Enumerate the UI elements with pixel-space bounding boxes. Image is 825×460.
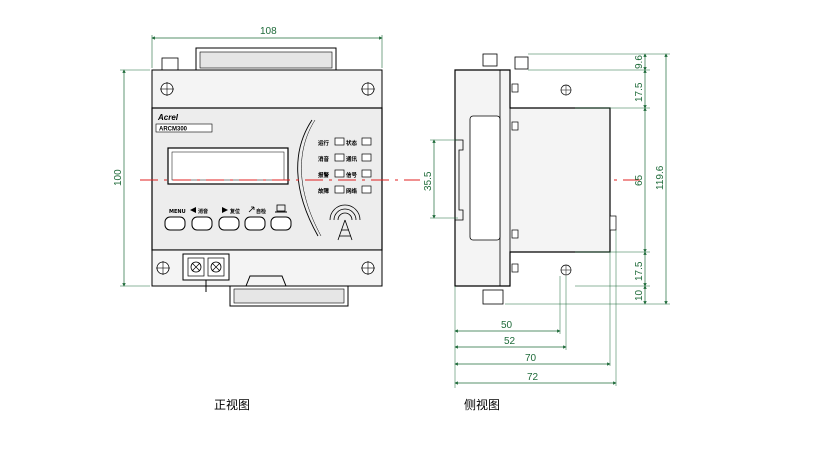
indicator-label: 通讯 <box>346 155 358 163</box>
indicator-row: 消音 通讯 <box>318 153 372 163</box>
side-view-caption: 侧视图 <box>464 397 500 412</box>
dimension-label: 10 <box>634 289 645 301</box>
upper-housing <box>151 69 383 109</box>
indicator-led <box>334 137 345 146</box>
right-reset-button[interactable] <box>218 216 240 231</box>
side-view: 9.6 17.5 65 119.6 17.5 10 35.5 50 52 70 … <box>423 53 670 412</box>
screw-icon <box>560 84 572 96</box>
brand-logo: Acrel <box>157 113 179 122</box>
model-plate <box>155 123 213 133</box>
screw-icon <box>361 82 375 96</box>
din-rail-slot <box>469 115 501 241</box>
indicator-label: 消音 <box>318 155 330 163</box>
side-top-clip <box>482 53 498 67</box>
top-din-clip-face <box>199 51 333 69</box>
front-view: Acrel ARCM300 运行 状态 消音 通讯 报警 <box>113 26 383 412</box>
screw-icon <box>560 264 572 276</box>
indicator-led <box>334 153 345 162</box>
indicator-label: 状态 <box>346 139 358 147</box>
key-label: 复位 <box>229 208 240 215</box>
front-view-caption: 正视图 <box>214 397 250 412</box>
dimension-label-width: 108 <box>260 26 277 37</box>
menu-button[interactable] <box>164 216 186 231</box>
dimension-label: 72 <box>527 372 539 383</box>
indicator-grid: 运行 状态 消音 通讯 报警 信号 故障 网络 <box>318 137 372 195</box>
terminal-block <box>182 253 230 292</box>
dimension-label-slot: 35.5 <box>423 171 434 191</box>
din-rail-notch <box>455 139 464 221</box>
indicator-led <box>334 185 345 194</box>
dimension-label: 50 <box>501 320 513 331</box>
key-label: 自检 <box>256 208 266 215</box>
indicator-label: 报警 <box>318 171 330 179</box>
dimension-label: 119.6 <box>655 165 666 190</box>
indicator-row: 报警 信号 <box>318 169 372 179</box>
left-mute-button[interactable] <box>191 216 213 231</box>
indicator-label: 故障 <box>318 187 330 195</box>
indicator-row: 故障 网络 <box>318 185 372 195</box>
enter-button[interactable] <box>270 216 292 231</box>
screw-icon <box>156 261 170 275</box>
indicator-label: 运行 <box>318 139 330 147</box>
indicator-led <box>361 137 372 146</box>
left-arrow-icon <box>190 207 196 213</box>
indicator-label: 网络 <box>346 187 358 195</box>
panel-curve <box>297 119 319 237</box>
side-front-bump <box>609 215 617 231</box>
bottom-din-clip-face <box>233 288 345 304</box>
indicator-led <box>334 169 345 178</box>
dimension-label-height: 100 <box>113 169 124 186</box>
bottom-clip-tab <box>245 275 287 287</box>
indicator-row: 运行 状态 <box>318 137 372 147</box>
dimension-label: 65 <box>634 174 645 186</box>
menu-key-label: MENU <box>169 209 186 215</box>
up-selftest-button[interactable] <box>244 216 266 231</box>
right-arrow-icon <box>222 207 228 213</box>
dimension-label: 17.5 <box>634 82 645 102</box>
indicator-label: 信号 <box>346 171 358 179</box>
screw-icon <box>160 82 174 96</box>
key-label: 消音 <box>198 208 208 215</box>
indicator-led <box>361 169 372 178</box>
lcd-inner <box>171 151 285 181</box>
dimension-label: 17.5 <box>634 261 645 281</box>
side-top-terminal <box>514 56 529 70</box>
wireless-antenna-icon <box>329 204 361 241</box>
enter-key-icon <box>275 204 287 213</box>
indicator-led <box>361 153 372 162</box>
model-number: ARCM300 <box>159 127 188 133</box>
up-arrow-icon <box>248 206 255 213</box>
indicator-led <box>361 185 372 194</box>
lcd-screen <box>167 147 289 185</box>
top-left-terminal <box>161 57 179 71</box>
dimension-label: 70 <box>525 353 537 364</box>
panel-curve-inner <box>301 119 322 237</box>
dimension-label: 52 <box>504 336 516 347</box>
dimension-label: 9.6 <box>634 55 645 69</box>
side-bottom-clip <box>482 289 504 305</box>
screw-icon <box>361 261 375 275</box>
